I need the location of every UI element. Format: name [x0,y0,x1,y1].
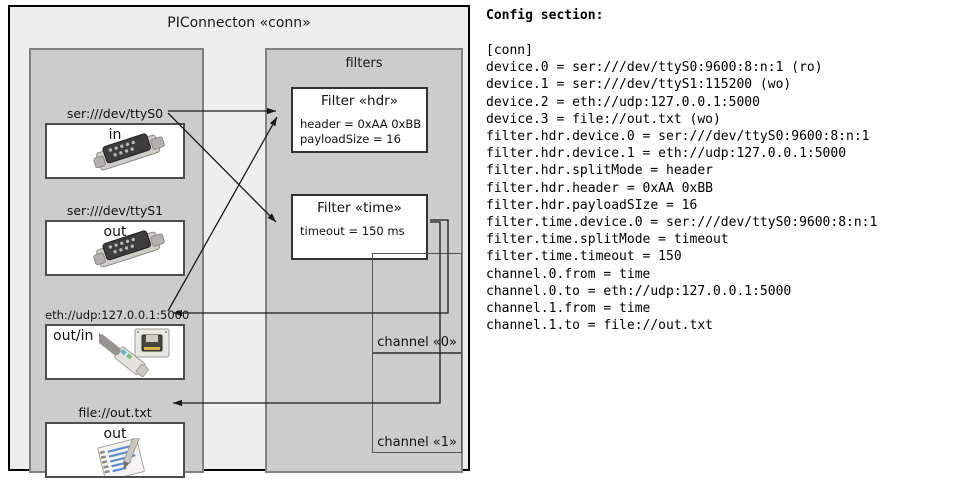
filters-panel: filters Filter «hdr» header = 0xAA 0xBB … [265,48,463,473]
device-direction-label: out [103,224,127,240]
filter-properties: timeout = 150 ms [300,224,426,239]
serial-db9-icon [93,133,165,171]
devices-panel: ser:///dev/ttyS0 in [29,48,204,478]
channel-label: channel «0» [377,335,457,350]
device-group-ttys1: ser:///dev/ttyS1 out [45,203,185,276]
filter-properties: header = 0xAA 0xBB payloadSize = 16 [300,117,426,147]
architecture-diagram: PIConnecton «conn» ser:///dev/ttyS0 in [0,0,478,484]
filter-title: Filter «time» [317,200,402,216]
device-box-ttys0[interactable]: in [45,123,185,179]
device-caption: ser:///dev/ttyS0 [66,106,164,121]
serial-db9-icon [93,230,165,268]
device-direction-label: out [103,426,127,442]
filter-title: Filter «hdr» [321,93,398,109]
channel-1-box: channel «1» [372,353,462,453]
connection-container: PIConnecton «conn» ser:///dev/ttyS0 in [8,5,470,478]
device-caption: eth://udp:127.0.0.1:5000 [45,308,190,322]
config-heading: Config section: [486,8,604,23]
device-box-ttys1[interactable]: out [45,220,185,276]
channel-label: channel «1» [377,435,457,450]
device-direction-label: in [108,127,122,143]
filter-hdr-box[interactable]: Filter «hdr» header = 0xAA 0xBB payloadS… [291,87,428,153]
device-group-eth: eth://udp:127.0.0.1:5000 out/in [45,308,190,380]
filter-time-box[interactable]: Filter «time» timeout = 150 ms [291,194,428,260]
device-caption: file://out.txt [78,405,152,420]
config-text: [conn] device.0 = ser:///dev/ttyS0:9600:… [486,43,878,334]
text-file-icon [97,438,145,476]
ethernet-rj45-icon [99,328,170,378]
device-group-file: file://out.txt out [45,405,185,478]
device-caption: ser:///dev/ttyS1 [66,203,164,218]
channel-0-box: channel «0» [372,253,462,353]
device-box-file[interactable]: out [45,422,185,478]
diagram-title: PIConnecton «conn» [167,15,311,31]
device-direction-label: out/in [53,328,94,344]
filter-property: timeout = 150 ms [300,224,405,238]
filter-property: header = 0xAA 0xBB [300,117,422,131]
filters-panel-title: filters [345,56,383,71]
filter-property: payloadSize = 16 [300,132,401,146]
device-group-ttys0: ser:///dev/ttyS0 in [45,106,185,179]
device-box-eth[interactable]: out/in [45,324,185,380]
config-section: Config section: [conn] device.0 = ser://… [484,0,964,484]
